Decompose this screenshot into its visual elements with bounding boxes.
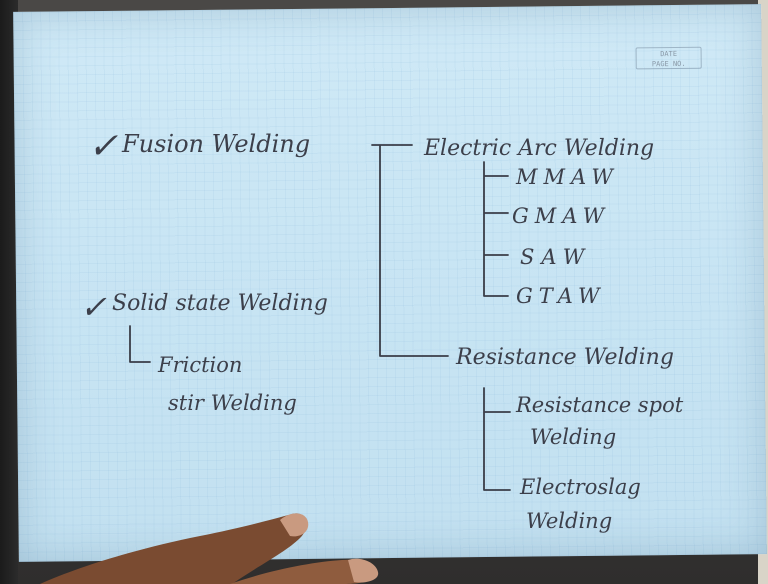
solid-state-check-mark: ✓ <box>80 288 107 326</box>
main-connector-line <box>371 144 449 357</box>
solid-state-label: Solid state Welding <box>112 291 328 316</box>
fusion-check-mark: ✓ <box>88 126 118 167</box>
process-mmaw: MMAW <box>515 165 619 189</box>
resistance-label: Resistance Welding <box>455 345 674 370</box>
process-gtaw: GTAW <box>516 284 606 308</box>
process-saw: SAW <box>520 245 591 269</box>
resistance-branch-line <box>483 387 511 491</box>
solid-state-branch-line <box>129 325 151 363</box>
resistance-spot-line2: Welding <box>530 425 616 449</box>
friction-stir-line1: Friction <box>157 353 242 377</box>
electric-arc-label: Electric Arc Welding <box>423 136 654 161</box>
fusion-welding-label: Fusion Welding <box>121 130 310 158</box>
resistance-spot-line1: Resistance spot <box>515 393 684 417</box>
electric-arc-branch-line <box>483 161 509 297</box>
desk-edge-left <box>0 0 18 584</box>
electroslag-line1: Electroslag <box>519 475 641 499</box>
friction-stir-line2: stir Welding <box>168 391 297 415</box>
electroslag-line2: Welding <box>526 509 612 533</box>
process-gmaw: GMAW <box>512 204 610 228</box>
